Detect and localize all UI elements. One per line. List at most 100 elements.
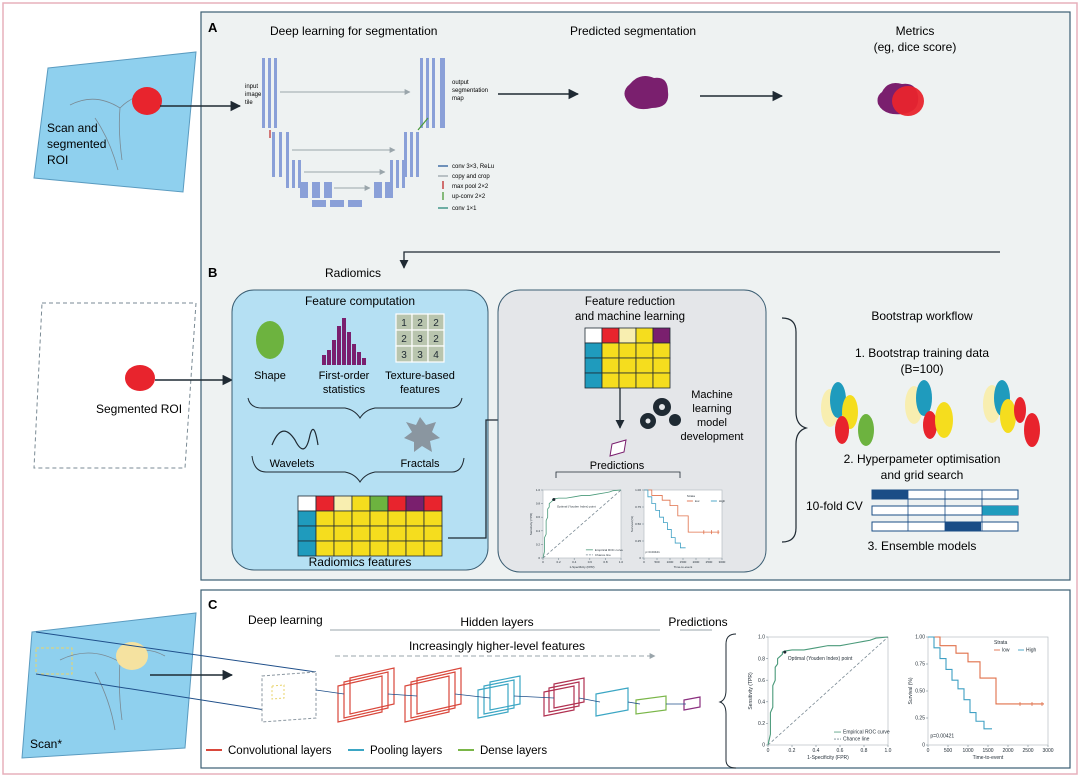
panel-a-scan: Scan and segmented ROI	[33, 51, 197, 193]
deep-learning-label: Deep learning	[248, 613, 323, 627]
y-tick-label: 0.75	[915, 662, 925, 668]
km-series-high	[644, 489, 686, 549]
y-tick-label: 0	[922, 743, 925, 749]
feature-table-cell	[635, 342, 654, 359]
y-tick-label: 0.4	[758, 699, 765, 705]
unet-block	[432, 58, 435, 128]
bootstrap-ellipse	[1024, 413, 1040, 447]
pool-layer	[483, 679, 515, 715]
roc-legend-empirical: Empirical ROC curve	[595, 548, 623, 552]
texture-cell-value: 3	[417, 334, 423, 345]
feature-table-cell	[315, 525, 335, 542]
y-tick-label: 1.00	[635, 488, 641, 492]
x-tick-label: 500	[944, 748, 953, 754]
conv-layer	[349, 667, 395, 715]
legend-dense-label: Dense layers	[480, 745, 547, 757]
bootstrap-sample-3	[983, 380, 1040, 447]
y-tick-label: 0.4	[536, 529, 541, 533]
y-tick-label: 0.8	[536, 502, 541, 506]
unet-block	[324, 182, 332, 198]
x-tick-label: 1000	[962, 748, 973, 754]
feature-table-cell	[652, 357, 671, 374]
x-tick-label: 0.6	[588, 560, 593, 564]
roc-series-chance	[542, 489, 622, 559]
x-axis-label: 1-Specificity (FPR)	[569, 565, 594, 569]
feature-table-cell	[369, 540, 389, 557]
bootstrap-ellipse	[858, 414, 874, 446]
feature-table-cell	[405, 510, 425, 527]
y-tick-label: 0	[538, 556, 540, 560]
unet-block	[298, 160, 301, 188]
bootstrap-sample-2	[905, 380, 953, 439]
unet-block	[262, 58, 265, 128]
cv-fold-validation	[872, 490, 908, 499]
roc-optimal-point	[552, 498, 556, 502]
cnn-connection	[454, 693, 491, 699]
metrics-subtitle: (eg, dice score)	[874, 40, 957, 54]
unet-block	[312, 182, 320, 198]
x-tick-label: 500	[654, 560, 659, 564]
bootstrap-sample-1	[821, 382, 874, 446]
unet-block	[390, 160, 393, 188]
brace-features	[247, 397, 463, 419]
feature-table-cell	[618, 357, 637, 374]
texture-label-2: features	[400, 384, 440, 396]
reduction-title-2: and machine learning	[575, 311, 685, 323]
x-tick-label: 2500	[706, 560, 713, 564]
feature-table-cell	[351, 525, 371, 542]
unet-output-2: segmentation	[452, 88, 488, 94]
feature-table-cell	[369, 510, 389, 527]
hist-bar	[342, 318, 346, 365]
metrics-title: Metrics	[896, 24, 935, 38]
x-tick-label: 0.8	[861, 748, 868, 754]
hist-bar	[352, 344, 356, 365]
x-tick-label: 2000	[1002, 748, 1013, 754]
pool-layer	[595, 687, 629, 717]
ml-features-table	[584, 327, 671, 389]
feature-table-cell	[652, 342, 671, 359]
hist-bar	[347, 332, 351, 365]
feature-table-cell	[601, 342, 620, 359]
shape-label: Shape	[254, 370, 286, 382]
x-tick-label: 0	[643, 560, 645, 564]
y-tick-label: 1.0	[536, 488, 541, 492]
fractal-star-icon	[404, 417, 440, 452]
unet-upconv-arrow	[417, 117, 429, 131]
predicted-segmentation-blob	[624, 76, 669, 110]
km-pvalue: p=0.00421	[646, 550, 661, 554]
cnn-connection	[387, 693, 418, 697]
km-legend-high: High	[1026, 648, 1037, 654]
y-tick-label: 0.50	[635, 522, 641, 526]
x-tick-label: 0	[767, 748, 770, 754]
pool-layer	[477, 683, 509, 719]
step2-label-2: and grid search	[881, 468, 964, 482]
unet-block	[330, 200, 344, 207]
feature-table-cell	[315, 510, 335, 527]
feature-table-cell	[635, 357, 654, 374]
unet-block	[404, 132, 407, 177]
x-tick-label: 0.2	[557, 560, 562, 564]
gear-hole	[659, 404, 665, 410]
texture-cell-value: 2	[401, 334, 407, 345]
unet-block	[286, 132, 289, 177]
feature-table-cell	[652, 327, 671, 344]
feature-table-cell	[369, 495, 389, 512]
feature-table-cell	[405, 540, 425, 557]
legend-conv-label: Convolutional layers	[228, 745, 332, 757]
cnn-connection	[315, 689, 345, 695]
ml-label-3: model	[697, 417, 727, 429]
y-axis-label: Survival (%)	[908, 677, 914, 704]
km-legend-low: low	[1002, 648, 1010, 654]
panel-c-background	[200, 589, 1071, 769]
feature-table-cell	[387, 525, 407, 542]
roc-legend-chance: Chance line	[843, 737, 870, 743]
gear-body-tiny	[669, 414, 681, 426]
unet-block	[410, 132, 413, 177]
feature-table-cell	[297, 510, 317, 527]
unet-block	[402, 160, 405, 188]
